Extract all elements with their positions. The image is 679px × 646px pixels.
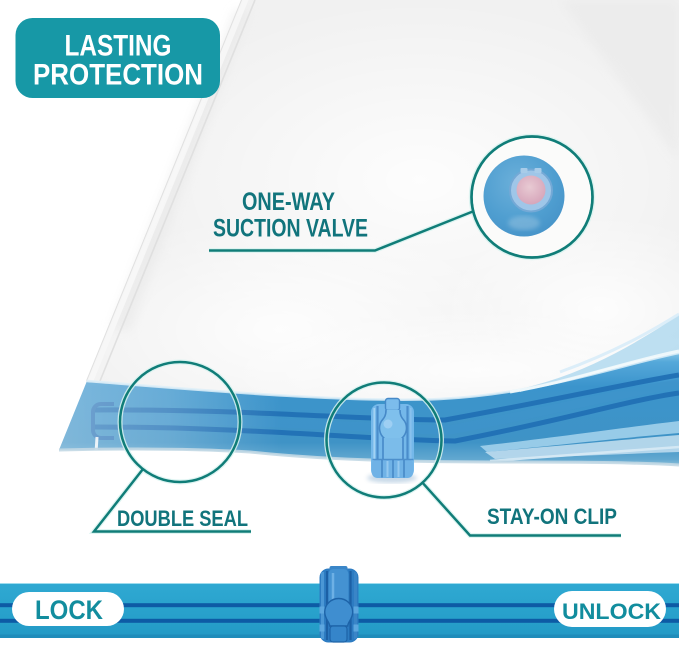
svg-text:SUCTION VALVE: SUCTION VALVE (213, 215, 368, 243)
svg-text:LOCK: LOCK (35, 595, 103, 625)
svg-text:LASTING: LASTING (65, 30, 172, 63)
svg-text:UNLOCK: UNLOCK (562, 599, 662, 624)
svg-text:STAY-ON CLIP: STAY-ON CLIP (487, 504, 617, 529)
svg-text:ONE-WAY: ONE-WAY (242, 188, 335, 216)
svg-text:PROTECTION: PROTECTION (33, 59, 203, 92)
svg-text:DOUBLE SEAL: DOUBLE SEAL (117, 506, 248, 531)
